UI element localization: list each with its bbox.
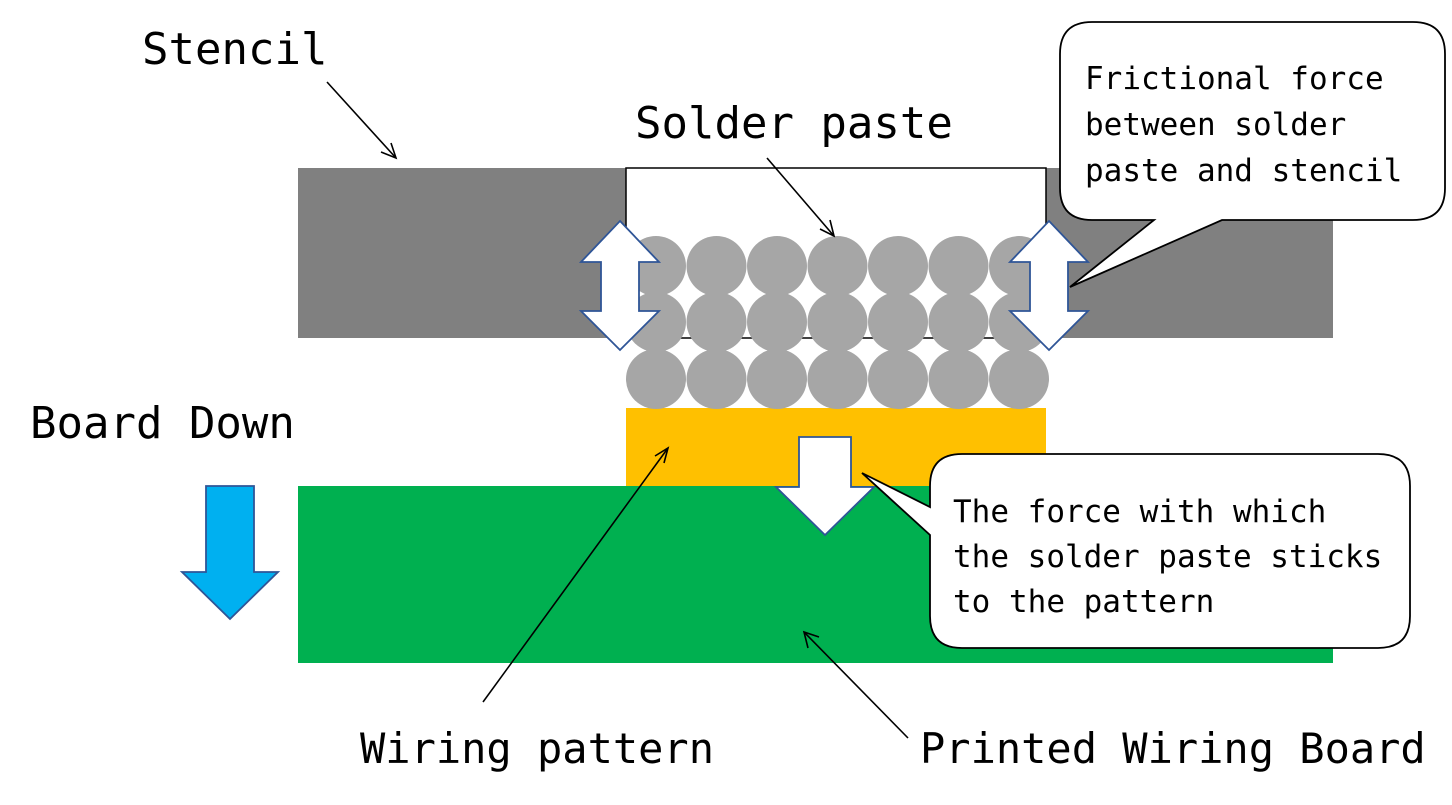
solder-particle bbox=[807, 292, 868, 352]
wiring-pattern-leader-line bbox=[482, 447, 669, 703]
sticking-force-arrow bbox=[773, 436, 877, 537]
solder-particle bbox=[747, 292, 807, 352]
wiring-pattern-leader-arrowhead bbox=[654, 446, 670, 464]
solder-particle bbox=[626, 292, 686, 352]
stencil-label: Stencil bbox=[142, 24, 327, 75]
stencil-left-block bbox=[298, 168, 626, 338]
solder-particle bbox=[989, 349, 1049, 409]
solder-paste-label: Solder paste bbox=[635, 98, 953, 149]
printed-wiring-board-label: Printed Wiring Board bbox=[920, 724, 1426, 773]
solder-particle bbox=[686, 236, 747, 296]
solder-paste-leader-arrowhead bbox=[819, 219, 836, 238]
sticking-force-line-1: The force with which bbox=[953, 494, 1326, 530]
solder-particle bbox=[626, 349, 686, 409]
frictional-force-line-2: between solder bbox=[1085, 107, 1346, 143]
frictional-force-callout-text: Frictional force between solder paste an… bbox=[1085, 61, 1402, 189]
board-leader-arrowhead bbox=[802, 630, 820, 649]
frictional-force-line-1: Frictional force bbox=[1085, 61, 1384, 97]
friction-double-arrow-right bbox=[1007, 219, 1091, 352]
sticking-force-line-3: to the pattern bbox=[953, 584, 1214, 620]
solder-particle bbox=[928, 349, 989, 409]
solder-particle bbox=[747, 236, 807, 296]
solder-particle bbox=[807, 236, 868, 296]
solder-particle bbox=[928, 292, 989, 352]
solder-particle bbox=[868, 292, 928, 352]
solder-particles bbox=[626, 236, 1049, 409]
board-leader-line bbox=[803, 631, 909, 739]
stencil-leader-line bbox=[326, 81, 397, 159]
friction-double-arrow-left bbox=[578, 219, 662, 352]
board-down-label: Board Down bbox=[30, 398, 295, 449]
leader-lines bbox=[326, 81, 909, 739]
solder-particle bbox=[686, 292, 747, 352]
sticking-force-callout bbox=[861, 453, 1411, 649]
solder-particle bbox=[868, 349, 928, 409]
solder-paste-leader-line bbox=[766, 157, 835, 237]
wiring-pattern-label: Wiring pattern bbox=[360, 724, 714, 773]
solder-particle bbox=[686, 349, 747, 409]
sticking-force-callout-text: The force with which the solder paste st… bbox=[953, 494, 1382, 620]
solder-particle bbox=[928, 236, 989, 296]
board-down-arrow bbox=[179, 485, 281, 621]
solder-particle bbox=[868, 236, 928, 296]
solder-particle bbox=[807, 349, 868, 409]
frictional-force-callout bbox=[1059, 21, 1446, 288]
stencil-leader-arrowhead bbox=[380, 142, 398, 160]
frictional-force-line-3: paste and stencil bbox=[1085, 153, 1402, 189]
solder-particle bbox=[747, 349, 807, 409]
sticking-force-line-2: the solder paste sticks bbox=[953, 539, 1382, 575]
